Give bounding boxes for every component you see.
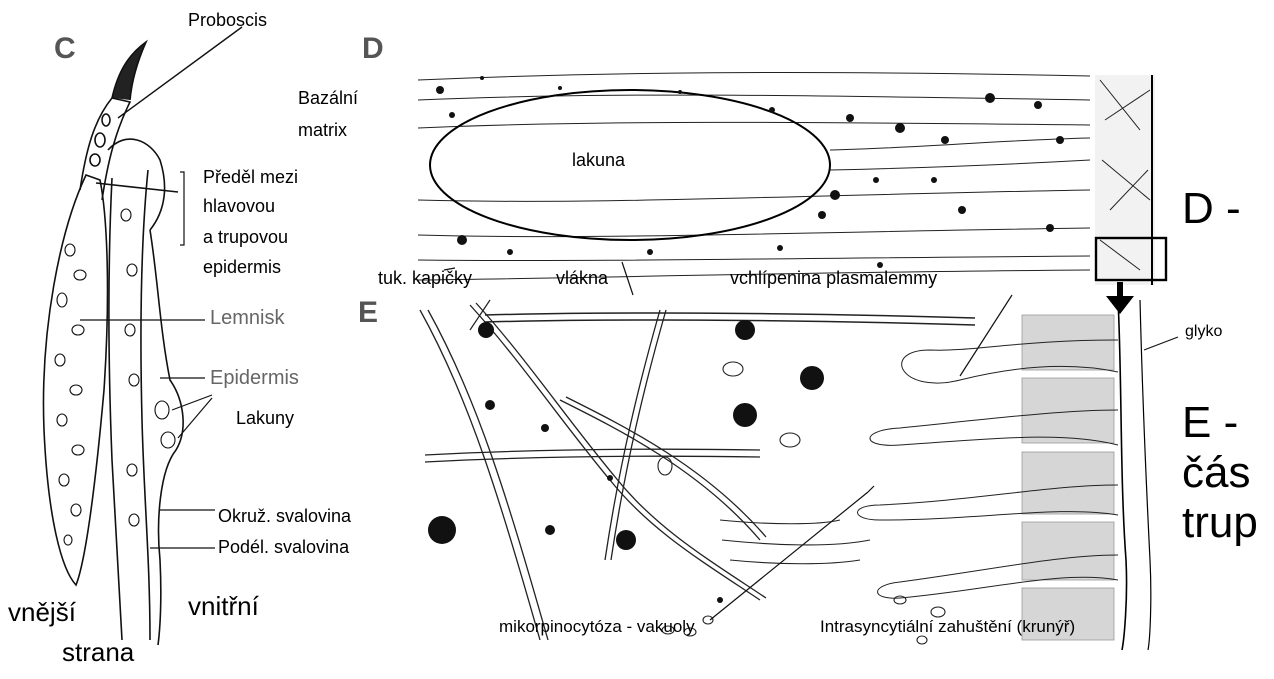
label-vchlipenina: vchlípenina plasmalemmy [730,268,938,288]
label-bazalni: Bazální [298,88,359,108]
label-predel-4: epidermis [203,257,282,277]
label-vnejsi: vnější [8,597,76,627]
label-predel-1: Předěl mezi [203,167,299,187]
label-podel: Podél. svalovina [218,537,350,557]
label-glyko: glyko [1185,323,1223,340]
label-vnitrni: vnitřní [188,591,259,621]
label-mikropinocytoza: mikorpinocytóza - vakuoly [499,617,695,636]
label-lemnisk: Lemnisk [210,307,285,329]
panel-letter-c: C [54,32,76,65]
label-proboscis: Proboscis [188,10,268,30]
label-lakuny: Lakuny [236,408,295,428]
label-tuk-kapicky: tuk. kapičky [378,268,473,288]
label-matrix: matrix [298,120,347,140]
label-pointers [443,261,1179,621]
side-text-d: D - [1182,184,1241,233]
panel-letter-d: D [362,32,384,65]
label-lakuna: lakuna [572,150,626,170]
label-vlakna: vlákna [556,268,609,288]
label-intrasyncytialni: Intrasyncytiální zahuštění (krunýř) [820,617,1076,636]
label-epidermis: Epidermis [210,367,299,389]
label-okruz: Okruž. svalovina [218,506,352,526]
panel-letter-e: E [358,296,379,329]
panel-e-drawing [419,299,1152,651]
side-text-e-2: čás [1182,448,1251,497]
side-text-e-3: trup [1182,498,1258,547]
label-predel-3: a trupovou [203,227,289,247]
side-text-e-1: E - [1182,398,1239,447]
panel-c-drawing [42,39,215,646]
label-predel-2: hlavovou [203,196,276,216]
label-strana: strana [62,637,135,667]
zoom-arrow [1106,282,1134,314]
proboscis-pointer [117,26,243,119]
panel-d-drawing [417,72,1168,285]
